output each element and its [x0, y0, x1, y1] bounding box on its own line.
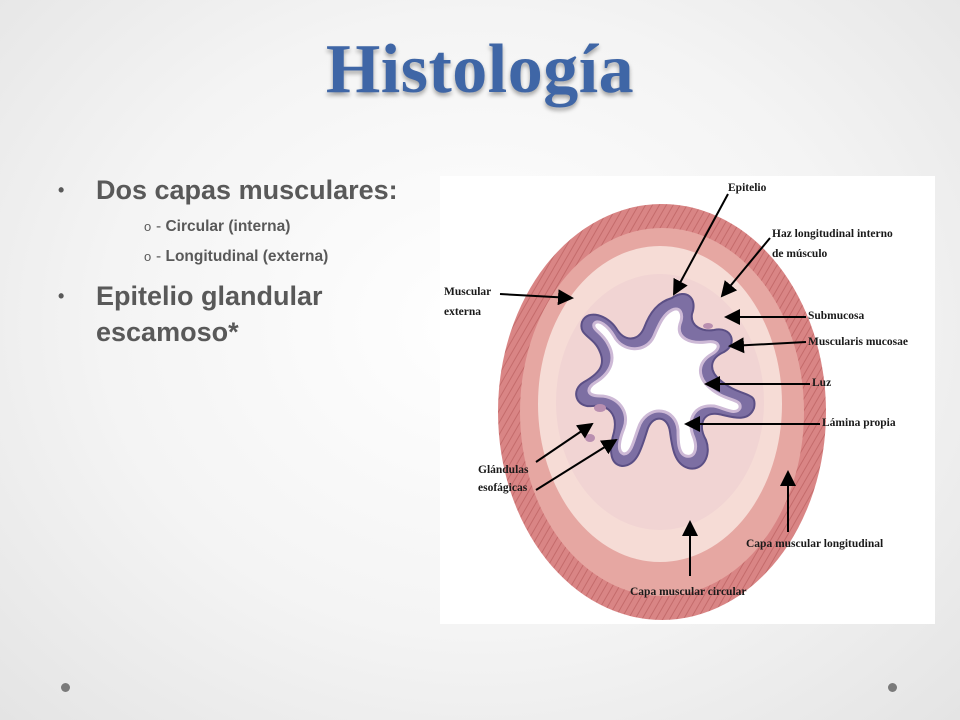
arrow-muscularis-mucosae [728, 337, 807, 354]
sub-bullet-marker-icon: o [144, 249, 152, 264]
arrow-muscular-externa [499, 289, 574, 306]
sub-bullet-prefix: - [156, 218, 162, 235]
arrow-glandulas-1 [535, 422, 594, 463]
sub-bullet-prefix: - [156, 248, 162, 265]
sub-bullet-text: Longitudinal (externa) [165, 248, 329, 265]
sub-bullet-text: Circular (interna) [165, 218, 291, 235]
bullet-text: Epitelio glandular escamoso* [96, 281, 323, 347]
bullet-text: Dos capas musculares: [96, 175, 398, 205]
bullet-dot-icon: • [58, 180, 65, 200]
label-haz-longitudinal-2: de músculo [772, 248, 828, 260]
sub-bullet-item: o - Longitudinal (externa) [96, 242, 418, 272]
bullet-item: • Epitelio glandular escamoso* [58, 278, 418, 350]
slide-corner-dot-left [61, 683, 70, 692]
label-luz: Luz [812, 377, 832, 389]
label-glandulas-1: Glándulas [478, 464, 529, 476]
label-capa-circular: Capa muscular circular [630, 586, 747, 598]
lumen [587, 307, 742, 458]
label-muscularis-mucosae: Muscularis mucosae [808, 336, 908, 348]
arrow-haz-longitudinal [720, 237, 771, 298]
esophageal-gland [594, 404, 606, 412]
sub-bullet-item: o - Circular (interna) [96, 212, 418, 242]
label-glandulas-2: esofágicas [478, 482, 528, 494]
slide-title: Histología [325, 31, 635, 108]
label-lamina-propia: Lámina propia [822, 417, 896, 429]
arrow-glandulas-2 [535, 438, 618, 491]
sub-bullet-marker-icon: o [144, 219, 152, 234]
sub-bullet-list: o - Circular (interna) o - Longitudinal … [96, 212, 418, 272]
arrow-epitelio [673, 193, 729, 296]
bullet-list: • Dos capas musculares: o - Circular (in… [58, 172, 418, 350]
label-muscular-externa-2: externa [444, 306, 482, 318]
esophageal-gland [703, 323, 713, 329]
slide-corner-dot-right [888, 683, 897, 692]
bullet-item: • Dos capas musculares: o - Circular (in… [58, 172, 418, 272]
esophagus-histology-diagram: Epitelio Haz longitudinal interno de mús… [440, 176, 935, 624]
esophagus-cross-section [498, 193, 826, 620]
label-submucosa: Submucosa [808, 310, 865, 322]
bullet-dot-icon: • [58, 286, 65, 306]
esophageal-gland [585, 434, 595, 442]
label-muscular-externa-1: Muscular [444, 286, 492, 298]
label-haz-longitudinal-1: Haz longitudinal interno [772, 228, 893, 240]
label-capa-longitudinal: Capa muscular longitudinal [746, 538, 884, 550]
label-epitelio: Epitelio [728, 182, 767, 194]
